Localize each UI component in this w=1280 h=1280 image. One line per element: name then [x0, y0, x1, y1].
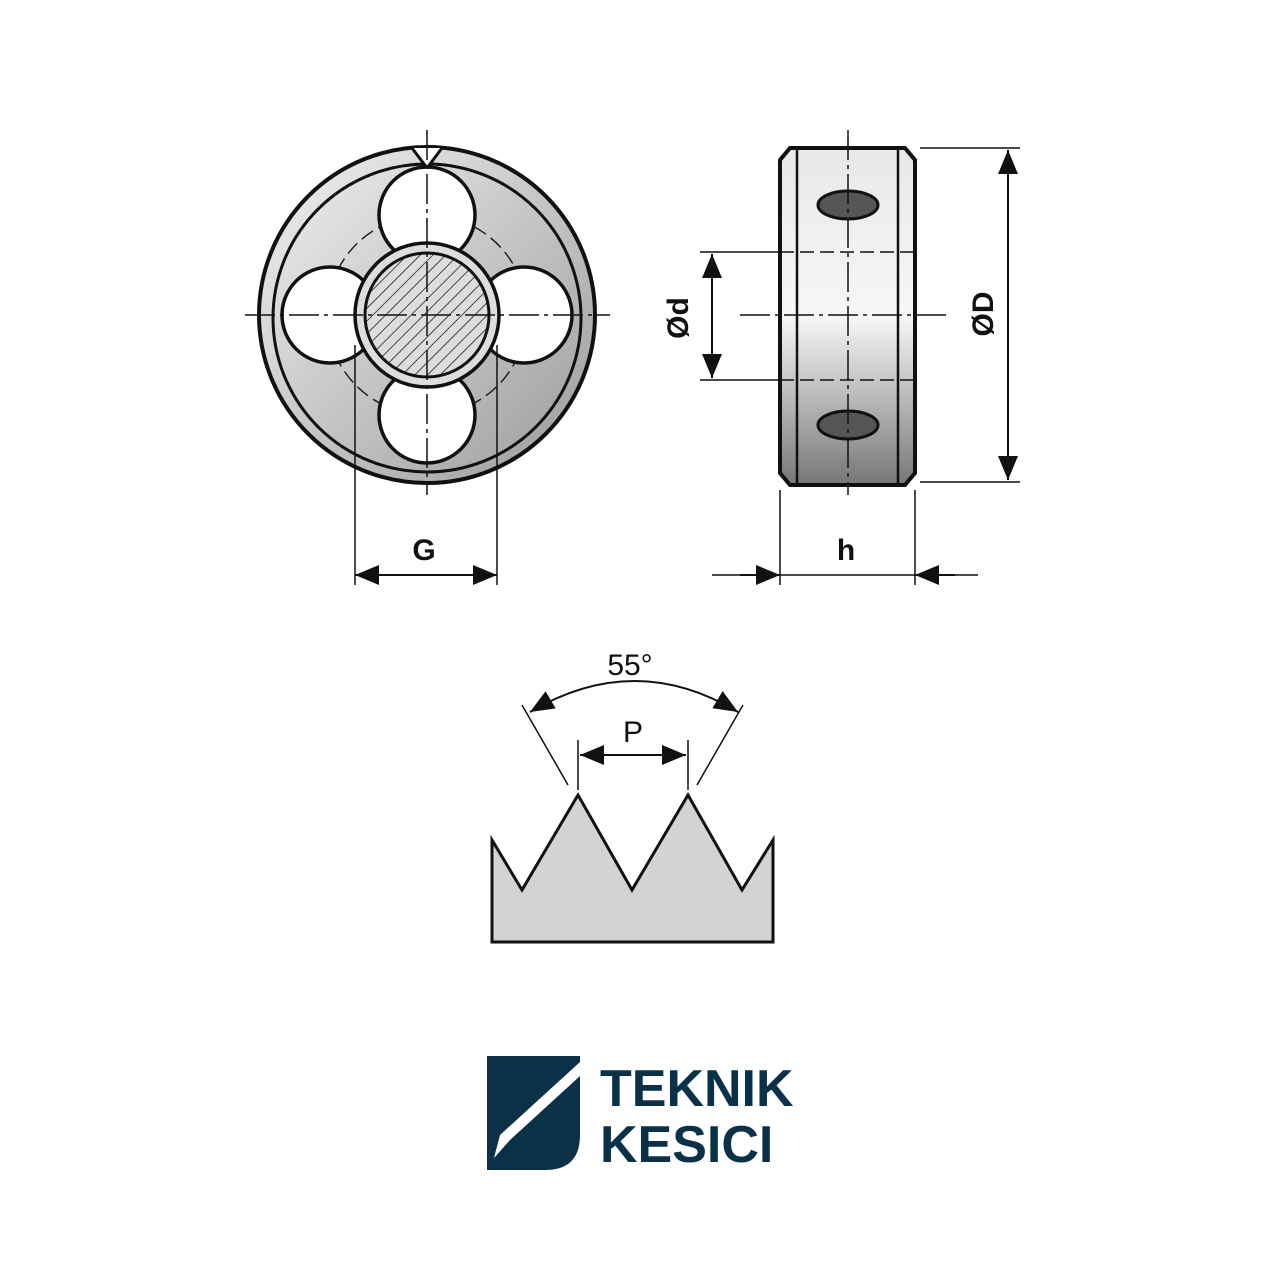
side-view: Ød ØD h	[662, 130, 1020, 585]
angle-label: 55°	[607, 649, 652, 682]
company-logo: TEKNIK KESICI	[487, 1056, 794, 1174]
dimension-g-label: G	[412, 534, 435, 567]
thread-profile: 55° P	[490, 649, 775, 944]
outer-diameter-label: ØD	[967, 292, 1000, 337]
pitch-label: P	[623, 716, 643, 749]
height-label: h	[837, 534, 855, 567]
logo-line2: KESICI	[600, 1116, 773, 1174]
inner-diameter-label: Ød	[662, 297, 695, 339]
front-view: G	[245, 130, 610, 585]
logo-line1: TEKNIK	[600, 1060, 794, 1118]
